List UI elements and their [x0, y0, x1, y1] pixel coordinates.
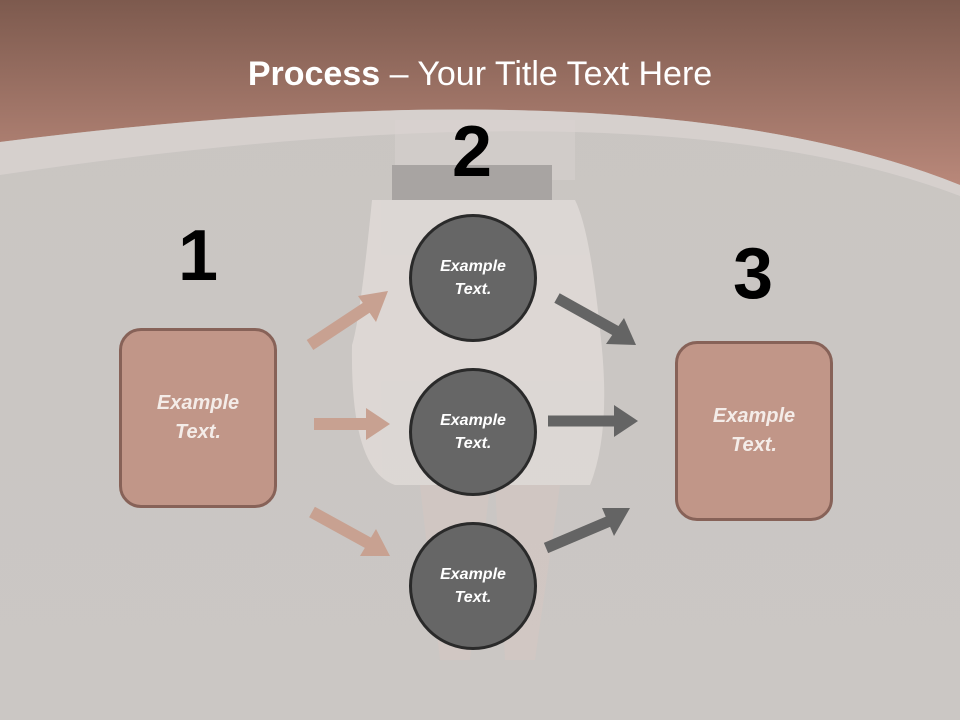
left-box: Example Text. — [119, 328, 277, 508]
circle-bottom: Example Text. — [409, 522, 537, 650]
circle-top: Example Text. — [409, 214, 537, 342]
step-number-3: 3 — [732, 234, 774, 314]
circle-middle-text: Example Text. — [440, 412, 506, 452]
slide-title: Process – Your Title Text Here — [0, 52, 960, 96]
title-bold: Process — [247, 55, 381, 93]
arrow-right-middle — [548, 405, 638, 437]
step-number-2: 2 — [451, 112, 493, 192]
title-rest: – Your Title Text Here — [380, 55, 713, 93]
arrow-left-bottom — [309, 506, 390, 556]
right-box: Example Text. — [675, 341, 833, 521]
arrow-right-bottom — [543, 508, 630, 554]
arrow-right-top — [554, 293, 636, 345]
circle-top-text: Example Text. — [440, 258, 506, 298]
arrow-left-top — [306, 291, 388, 351]
left-box-text: Example Text. — [156, 392, 240, 443]
circle-bottom-text: Example Text. — [440, 566, 506, 606]
circle-middle: Example Text. — [409, 368, 537, 496]
right-box-text: Example Text. — [712, 405, 796, 456]
step-number-1: 1 — [177, 216, 219, 296]
header-band — [0, 0, 960, 185]
header-curve — [0, 109, 960, 196]
arrow-left-middle — [314, 408, 390, 440]
